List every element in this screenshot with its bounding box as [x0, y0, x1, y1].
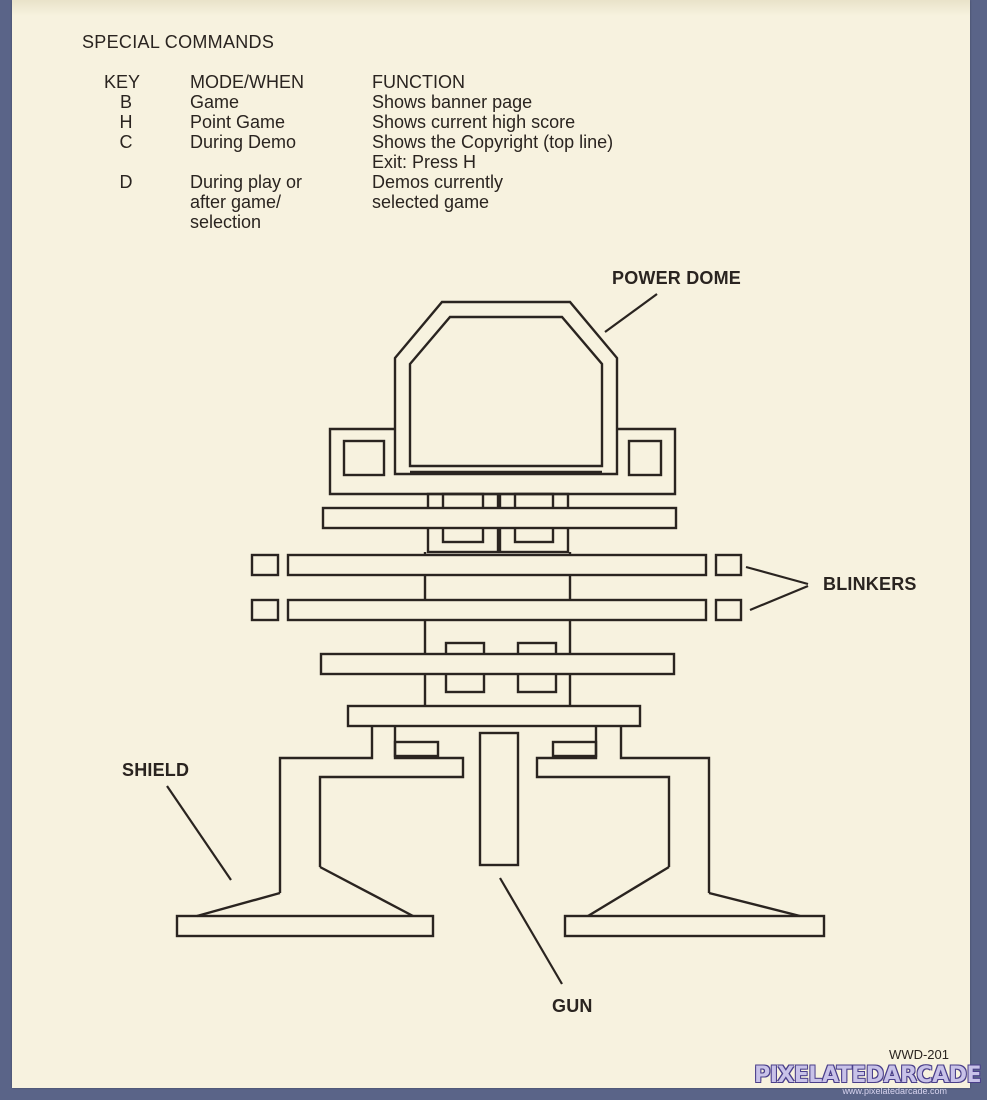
command-key: B [119, 92, 132, 112]
document-code: WWD-201 [889, 1047, 949, 1062]
blinkers-leader [749, 584, 809, 612]
power-dome [393, 300, 619, 476]
command-mode: Point Game [190, 112, 286, 132]
special-commands-heading: SPECIAL COMMANDS [82, 32, 275, 52]
blinker-light [714, 553, 743, 577]
card-top-edge [12, 0, 970, 16]
column-header-mode: MODE/WHEN [190, 72, 304, 92]
blinker-light [250, 553, 280, 577]
torso-column [423, 552, 572, 706]
column-header-function: FUNCTION [372, 72, 465, 92]
command-key: C [119, 132, 133, 152]
power-dome-label: POWER DOME [612, 268, 742, 288]
gun-label: GUN [552, 996, 593, 1016]
command-key: H [119, 112, 133, 132]
power-dome-leader [604, 293, 658, 333]
blinkers-label: BLINKERS [823, 574, 917, 594]
gun [478, 731, 520, 867]
body-bar [319, 652, 676, 676]
blinker-light [250, 598, 280, 622]
shield-base [563, 914, 826, 938]
command-mode: Game [190, 92, 240, 112]
column-header-key: KEY [104, 72, 141, 92]
command-function: Demos currently selected game [372, 172, 504, 212]
command-mode: During Demo [190, 132, 297, 152]
shield-base [175, 914, 435, 938]
hip-bar [346, 704, 642, 728]
instruction-card [12, 0, 970, 1088]
blinker-light [714, 598, 743, 622]
blinkers-leader [745, 565, 809, 586]
command-function: Shows current high score [372, 112, 576, 132]
shield-leader [166, 785, 232, 881]
watermark-logo: PIXELATEDARCADE [754, 1063, 981, 1088]
right-leg [535, 726, 801, 918]
shoulder-block [328, 427, 677, 496]
command-key: D [119, 172, 133, 192]
command-function: Shows the Copyright (top line) Exit: Pre… [372, 132, 614, 172]
leader-lines [166, 293, 809, 985]
command-function: Shows banner page [372, 92, 533, 112]
left-leg [196, 726, 465, 918]
blinker-bar [286, 553, 708, 577]
command-mode: During play or after game/ selection [190, 172, 303, 232]
shield-label: SHIELD [122, 760, 190, 780]
watermark-url: www.pixelatedarcade.com [842, 1086, 947, 1096]
body-bar [321, 506, 678, 530]
gun-leader [499, 877, 563, 985]
blinker-bar [286, 598, 708, 622]
